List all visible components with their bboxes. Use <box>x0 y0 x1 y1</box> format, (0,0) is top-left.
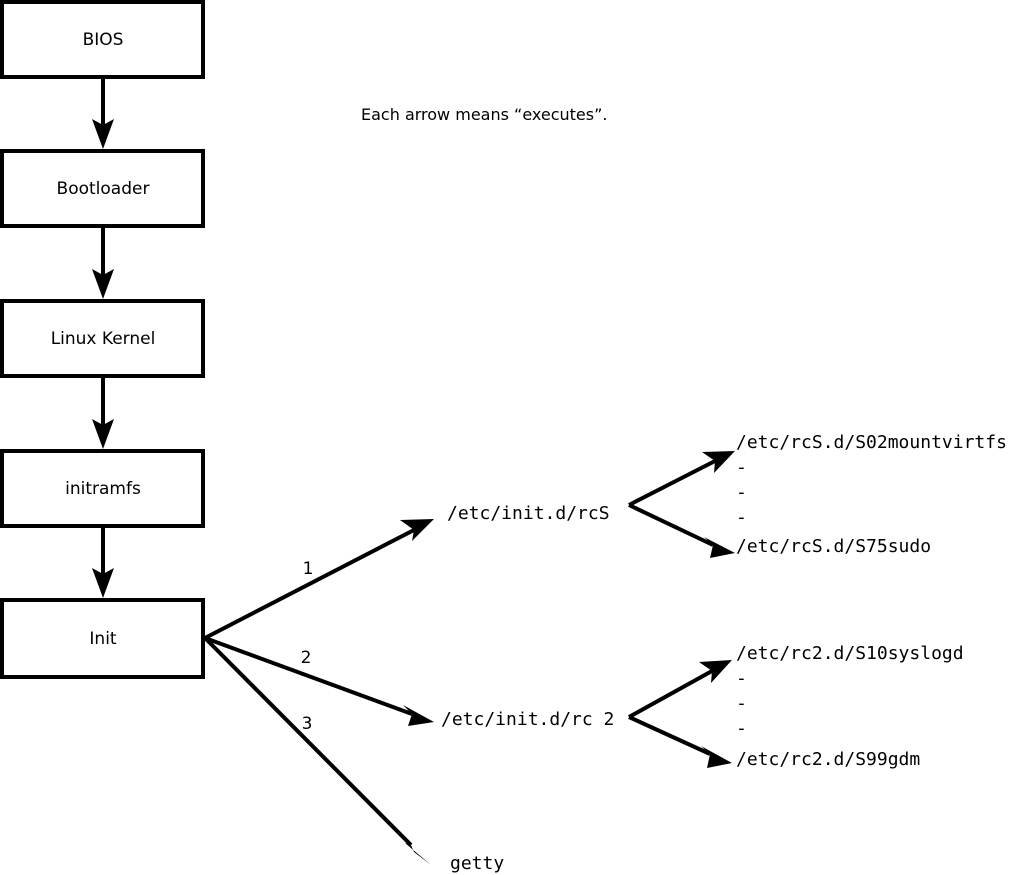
label-getty: getty <box>450 853 504 874</box>
rcS-ellipsis-dash-1: - <box>736 457 747 478</box>
box-init[interactable]: Init <box>0 598 205 679</box>
rc2-ellipsis-dash-1: - <box>736 668 747 689</box>
box-bootloader-label: Bootloader <box>57 179 150 199</box>
rc2-ellipsis-dash-3: - <box>736 718 747 739</box>
rcS-entry-last: /etc/rcS.d/S75sudo <box>736 536 931 557</box>
branch-3-number: 3 <box>302 714 313 734</box>
rcS-fan-group: /etc/rcS.d/S02mountvirtfs - - - /etc/rcS… <box>628 432 1007 558</box>
rc2-entry-last: /etc/rc2.d/S99gdm <box>736 749 920 770</box>
rcS-ellipsis-dash-3: - <box>736 507 747 528</box>
box-init-label: Init <box>89 629 117 649</box>
arrow-initramfs-to-init <box>92 526 114 598</box>
branch-2-number: 2 <box>301 648 312 668</box>
box-initramfs[interactable]: initramfs <box>0 449 205 528</box>
box-linux-kernel[interactable]: Linux Kernel <box>0 299 205 378</box>
rcS-ellipsis-dash-2: - <box>736 482 747 503</box>
box-initramfs-label: initramfs <box>65 479 141 499</box>
rc2-arrow-first <box>628 660 732 719</box>
legend-note: Each arrow means “executes”. <box>361 105 607 124</box>
init-branch-1: 1 <box>204 519 434 640</box>
arrow-bootloader-to-kernel <box>92 226 114 299</box>
branch-1-number: 1 <box>303 559 314 579</box>
arrow-bios-to-bootloader <box>92 77 114 149</box>
box-bios-label: BIOS <box>83 30 124 50</box>
rc2-arrow-last <box>628 715 732 768</box>
box-bios[interactable]: BIOS <box>0 0 205 79</box>
init-branch-3: 3 <box>203 636 431 865</box>
rcS-entry-first: /etc/rcS.d/S02mountvirtfs <box>736 432 1007 453</box>
box-linux-kernel-label: Linux Kernel <box>51 329 156 349</box>
label-etc-init-d-rc2: /etc/init.d/rc 2 <box>441 709 614 730</box>
init-branch-2: 2 <box>204 636 434 726</box>
rc2-entry-first: /etc/rc2.d/S10syslogd <box>736 643 964 664</box>
arrow-kernel-to-initramfs <box>92 376 114 449</box>
boot-chain-group: BIOS Bootloader Linux Kernel initramfs I… <box>0 0 205 679</box>
rcS-arrow-last <box>628 503 735 558</box>
vertical-arrow-group <box>92 77 114 598</box>
rcS-arrow-first <box>628 451 735 507</box>
rc2-ellipsis-dash-2: - <box>736 693 747 714</box>
label-etc-init-d-rcS: /etc/init.d/rcS <box>447 503 610 524</box>
box-bootloader[interactable]: Bootloader <box>0 149 205 228</box>
rc2-fan-group: /etc/rc2.d/S10syslogd - - - /etc/rc2.d/S… <box>628 643 964 770</box>
init-branch-group: 1 2 3 <box>203 519 434 865</box>
